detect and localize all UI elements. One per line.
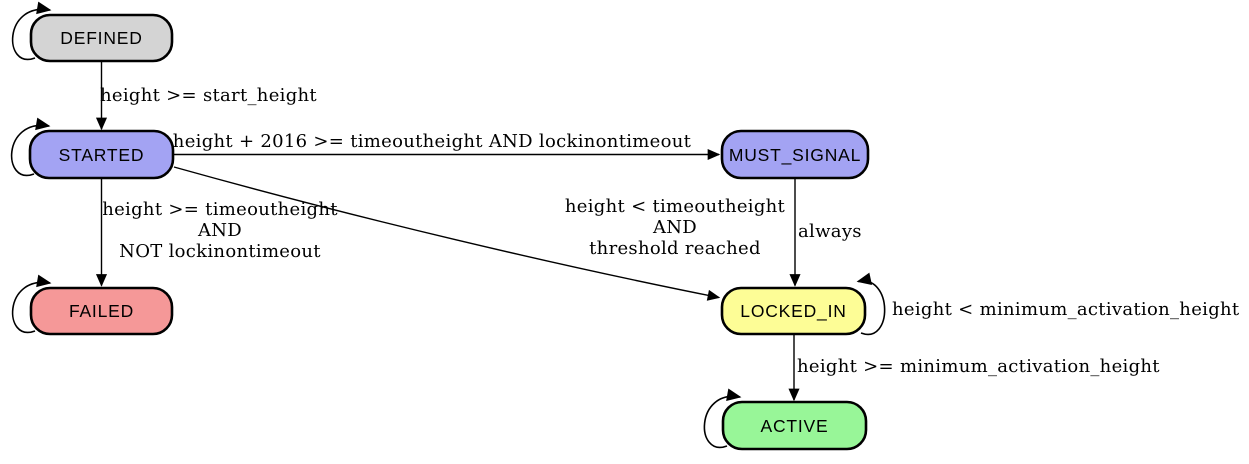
self-loop-started (10, 117, 51, 177)
node-must-signal-label: MUST_SIGNAL (729, 145, 861, 166)
node-started-shape (28, 129, 175, 180)
node-must-signal-shape (720, 129, 870, 180)
node-started: STARTED (28, 129, 175, 180)
edge-label-locked-in-self: height < minimum_activation_height (892, 299, 1240, 320)
node-active: ACTIVE (721, 400, 868, 451)
edge-label-started-to-failed-line1: height >= timeoutheight (102, 199, 338, 220)
nodes-layer: DEFINED STARTED MUST_SIGNAL FAILED LOCKE… (28, 13, 870, 451)
node-failed: FAILED (29, 286, 174, 336)
node-must-signal: MUST_SIGNAL (720, 129, 870, 180)
edge-label-must-signal-to-locked-in: always (798, 221, 862, 242)
self-loop-defined (11, 1, 52, 61)
edge-label-started-to-locked-in-line3: threshold reached (589, 238, 761, 259)
node-started-label: STARTED (59, 145, 145, 165)
node-defined-shape (29, 13, 174, 63)
node-locked-in: LOCKED_IN (720, 286, 867, 336)
node-defined-label: DEFINED (60, 28, 142, 48)
node-locked-in-shape (720, 286, 867, 336)
node-failed-shape (29, 286, 174, 336)
node-locked-in-label: LOCKED_IN (740, 301, 846, 322)
edge-label-defined-to-started: height >= start_height (100, 85, 317, 106)
edges-layer: height >= start_height height + 2016 >= … (10, 1, 1240, 449)
self-loop-active (703, 388, 742, 449)
self-loop-locked-in (856, 272, 886, 336)
edge-label-started-to-locked-in-line1: height < timeoutheight (565, 196, 786, 217)
node-defined: DEFINED (29, 13, 174, 63)
node-active-shape (721, 400, 868, 451)
node-active-label: ACTIVE (760, 416, 828, 436)
edge-label-started-to-must-signal: height + 2016 >= timeoutheight AND locki… (173, 131, 692, 152)
edge-label-locked-in-to-active: height >= minimum_activation_height (797, 356, 1160, 377)
self-loop-failed (11, 274, 52, 334)
edge-started-to-locked-in (173, 166, 721, 301)
edge-label-started-to-failed-line2: AND (197, 220, 242, 241)
node-failed-label: FAILED (69, 301, 134, 321)
edge-label-started-to-locked-in-line2: AND (652, 217, 697, 238)
edge-label-started-to-failed-line3: NOT lockinontimeout (119, 241, 321, 262)
